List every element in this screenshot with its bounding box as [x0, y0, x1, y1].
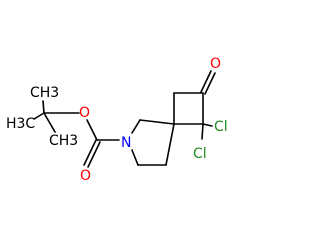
bond-methyl-bottom	[43, 112, 56, 133]
structure-diagram: CH3 H3C CH3 O N O O Cl Cl	[6, 56, 228, 184]
atom-label-chlorine-2: Cl	[193, 146, 207, 162]
bond-ch2-bottom-to-n	[131, 149, 139, 166]
atom-label-chlorine-1: Cl	[214, 119, 228, 135]
bond-spiro-to-ch2-right	[165, 123, 175, 166]
bond-methyl-left	[33, 112, 45, 120]
atom-label-methyl-bottom: CH3	[49, 133, 78, 149]
atom-label-ester-oxygen: O	[79, 105, 90, 121]
atom-label-methyl-top: CH3	[30, 85, 59, 101]
bond-ketone-double-b	[204, 72, 216, 95]
bond-carbonyl-double-a	[83, 139, 97, 166]
atom-label-nitrogen: N	[121, 135, 131, 151]
bond-ccl2-to-cl1	[202, 123, 213, 127]
atom-label-ketone-oxygen: O	[210, 56, 221, 72]
atom-label-carbamate-oxygen: O	[80, 168, 91, 184]
bond-carbonyl-double-b	[87, 141, 101, 168]
bond-n-to-ch2-top	[131, 119, 141, 134]
bond-ketone-double-a	[200, 70, 212, 93]
bond-ccl2-to-cl2	[201, 123, 204, 140]
atom-label-methyl-left: H3C	[6, 116, 35, 132]
bond-methyl-top	[42, 100, 45, 114]
bond-o-to-carbonyl-c	[86, 119, 98, 141]
bond-ch2-top-to-spiro	[139, 119, 175, 125]
